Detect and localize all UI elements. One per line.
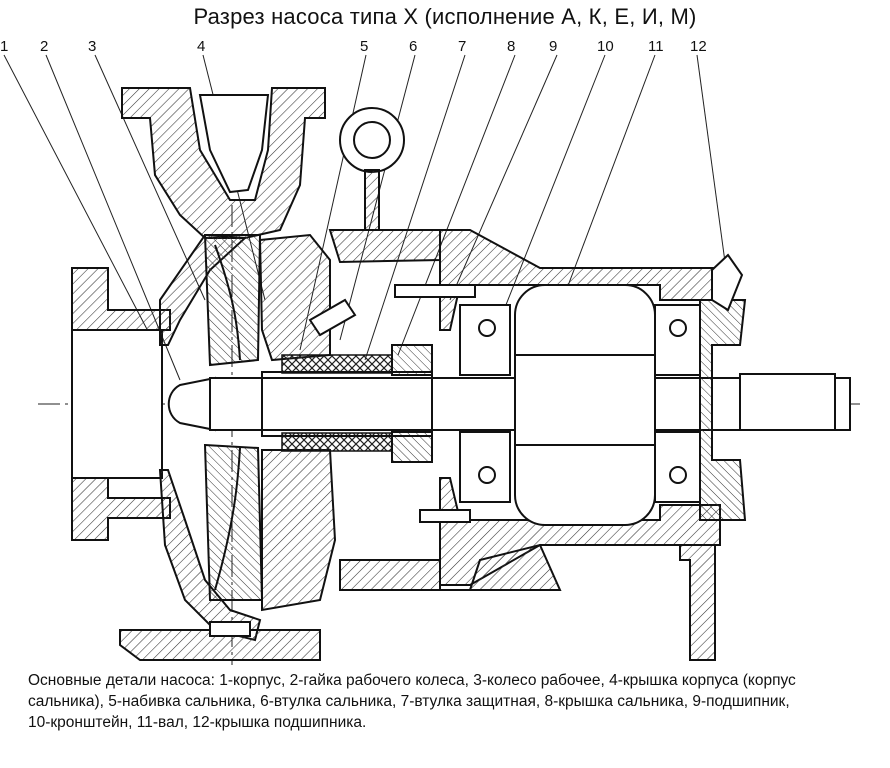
gland-packing-upper: [281, 354, 393, 374]
callout-8: 8: [507, 38, 516, 55]
callout-1: 1: [0, 38, 9, 55]
pump-casing: [71, 87, 326, 661]
parts-legend: Основные детали насоса: 1-корпус, 2-гайк…: [28, 670, 878, 733]
shaft-sleeve: [261, 371, 433, 437]
callout-5: 5: [360, 38, 369, 55]
impeller: [203, 234, 264, 601]
bolts: [209, 284, 476, 637]
callout-12: 12: [690, 38, 707, 55]
lifting-eye: [339, 107, 405, 231]
parts-legend-line-2: сальника), 5-набивка сальника, 6-втулка …: [28, 693, 790, 710]
callout-4: 4: [197, 38, 206, 55]
bearing-bracket: [339, 229, 721, 661]
callout-3: 3: [88, 38, 97, 55]
bearing: [459, 284, 701, 526]
casing-cover: [258, 229, 441, 612]
parts-legend-line-3: 10-кронштейн, 11-вал, 12-крышка подшипни…: [28, 714, 367, 731]
callout-10: 10: [597, 38, 614, 55]
callout-2: 2: [40, 38, 49, 55]
callout-6: 6: [409, 38, 418, 55]
parts-legend-line-1: Основные детали насоса: 1-корпус, 2-гайк…: [28, 672, 796, 689]
bearing-cover: [699, 253, 747, 521]
impeller-nut: [167, 376, 216, 432]
callout-11: 11: [648, 38, 664, 55]
callout-7: 7: [458, 38, 467, 55]
callout-9: 9: [549, 38, 558, 55]
diagram-title: Разрез насоса типа Х (исполнение А, К, Е…: [193, 4, 697, 29]
